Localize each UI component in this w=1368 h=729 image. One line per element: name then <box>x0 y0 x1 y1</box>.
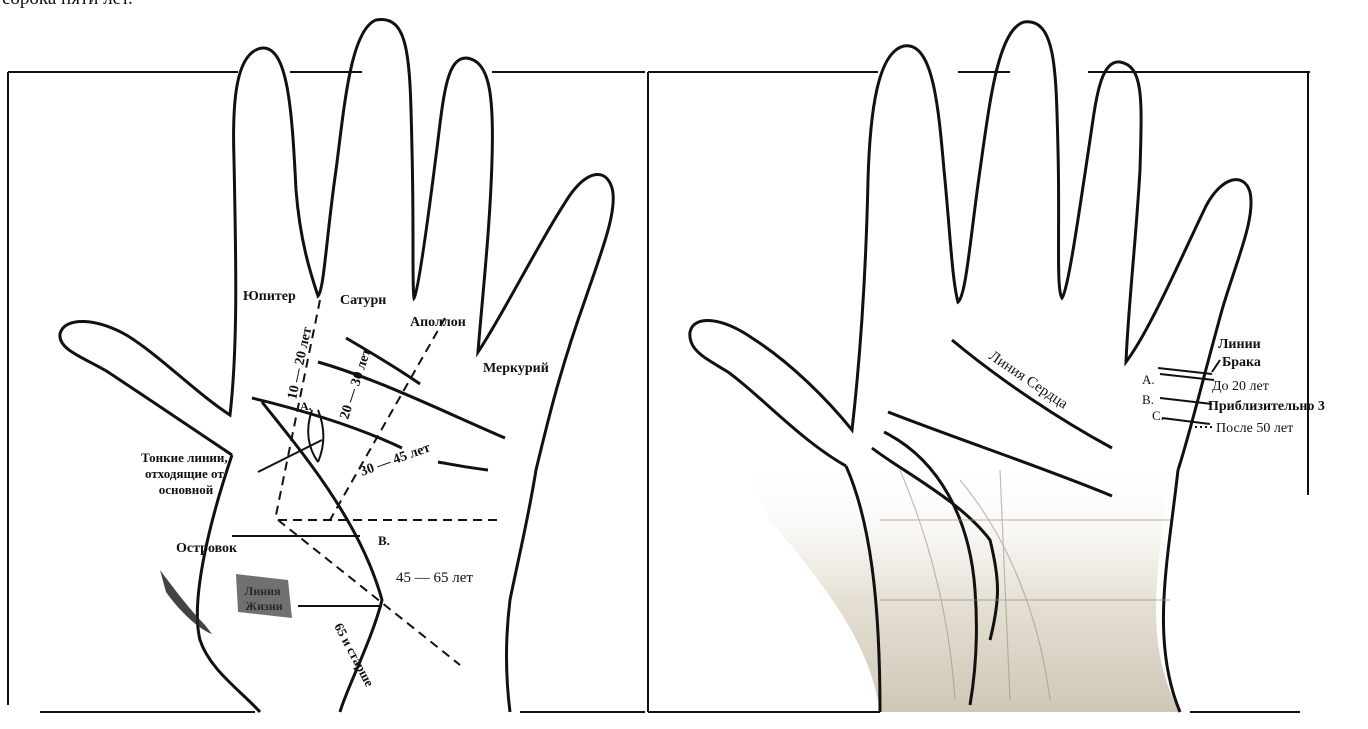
marker-a-label: А. <box>1142 372 1155 387</box>
right-heart-line <box>952 340 1112 448</box>
age-range-20-30: 20 — 30 лет <box>338 347 375 422</box>
left-palm-lines <box>232 338 505 712</box>
age-after-50: После 50 лет <box>1216 421 1293 436</box>
age-approx: Приблизительно 3 <box>1208 399 1325 414</box>
head-line <box>252 398 402 448</box>
left-palm-diagram: Юпитер Сатурн Аполлон Меркурий 10 — 20 л… <box>8 19 645 712</box>
marriage-lines <box>1158 360 1220 427</box>
marriage-line-b <box>1160 398 1212 404</box>
life-line-label: Линия Жизни <box>244 584 283 613</box>
right-hand-outline <box>690 22 1251 470</box>
finger-label-apollo: Аполлон <box>410 315 466 330</box>
point-b-label: В. <box>378 533 390 548</box>
right-palm-shading <box>744 460 1180 712</box>
marriage-pointer <box>1212 360 1220 372</box>
marriage-line-a1 <box>1158 368 1212 374</box>
marriage-line-c <box>1162 418 1210 424</box>
heart-line-label: Линия Сердца <box>986 348 1071 413</box>
age-before-20: До 20 лет <box>1212 379 1269 394</box>
right-palm-lower-right <box>1163 470 1180 712</box>
age-range-45-65: 45 — 65 лет <box>396 570 473 586</box>
left-frame <box>8 72 645 705</box>
left-thumb-mount-shading <box>160 570 212 634</box>
mercury-line <box>438 462 488 470</box>
right-palm-diagram: Линия Сердца Линии Брака А. В. С. До 20 … <box>648 22 1325 712</box>
finger-label-mercury: Меркурий <box>483 361 549 376</box>
island-label: Островок <box>176 541 238 556</box>
finger-label-saturn: Сатурн <box>340 293 386 308</box>
thin-lines-label: Тонкие линии, отходящие от основной <box>141 450 231 497</box>
marker-b-label: В. <box>1142 392 1154 407</box>
marker-c-label: С. <box>1152 408 1164 423</box>
point-a-label: А. <box>300 399 312 413</box>
marriage-lines-label: Линии Брака <box>1218 337 1264 370</box>
finger-label-jupiter: Юпитер <box>243 289 296 304</box>
age-range-10-20: 10 — 20 лет <box>285 326 315 401</box>
island-left <box>308 410 318 462</box>
